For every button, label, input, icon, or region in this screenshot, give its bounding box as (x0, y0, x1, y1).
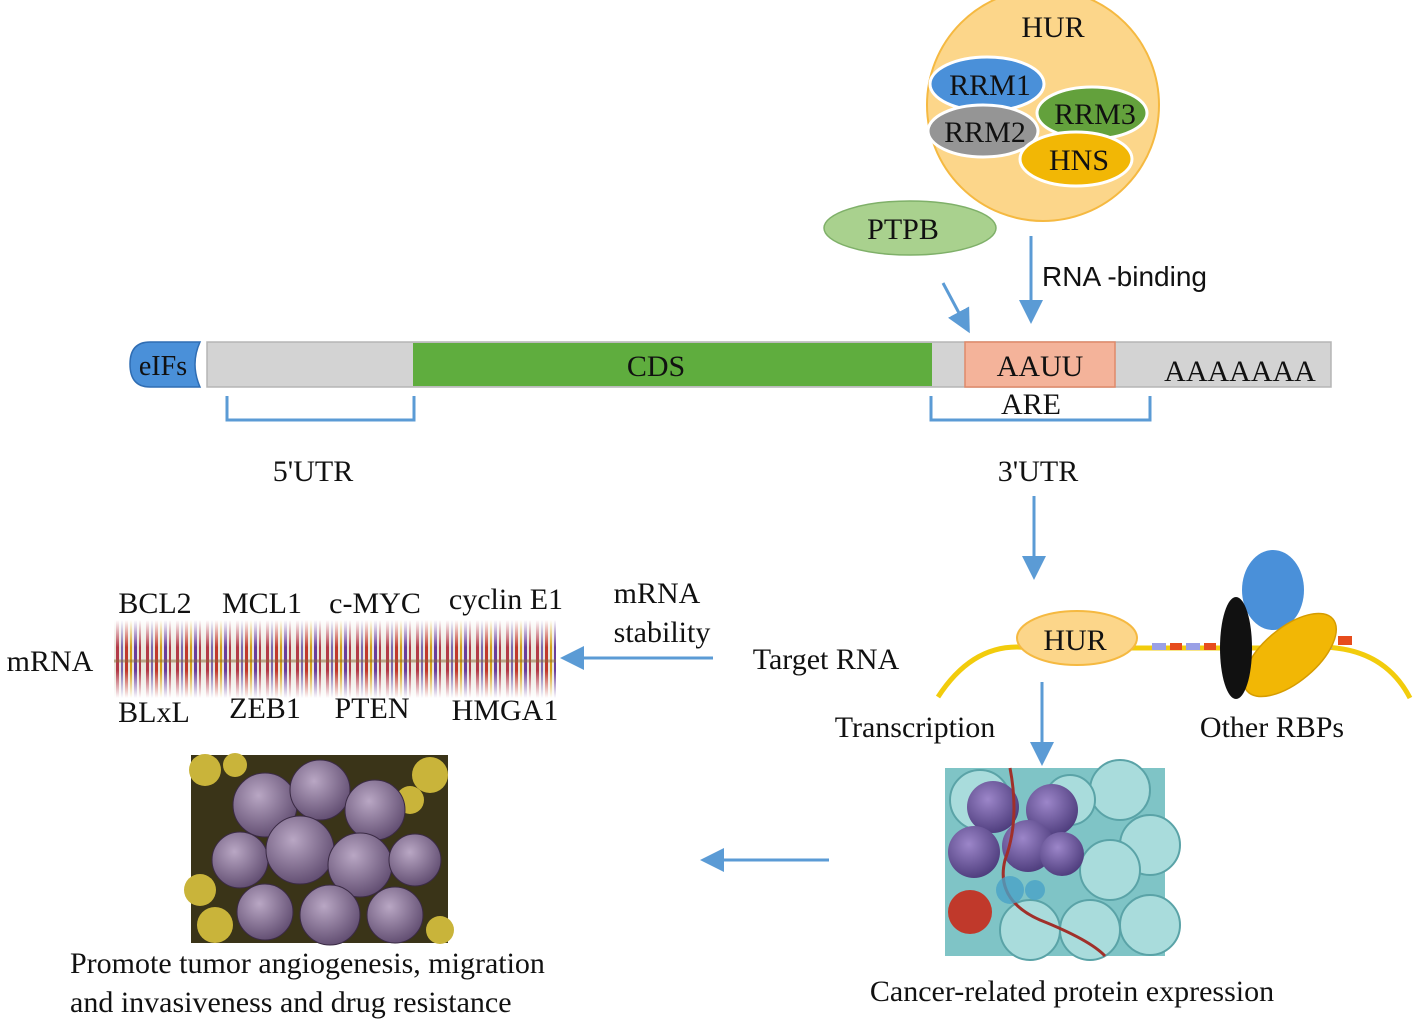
rrm1-label: RRM1 (949, 69, 1031, 102)
gene-hmga1: HMGA1 (452, 694, 559, 727)
eifs-cap: eIFs (129, 341, 202, 388)
rrm3-label: RRM3 (1054, 98, 1136, 131)
aauu-region (964, 341, 1116, 388)
hur-protein: HUR RRM1 RRM3 RRM2 HNS (926, 0, 1160, 222)
ptpb-label: PTPB (867, 213, 939, 246)
aauu-label: AAUU (997, 350, 1084, 383)
mrna-label: mRNA (7, 645, 94, 678)
band-fade (114, 620, 556, 698)
gene-pten: PTEN (335, 692, 410, 725)
target-rna-complex: HUR Target RNA Transcription Other RBPs (753, 550, 1413, 744)
are-label: ARE (1001, 388, 1061, 421)
cancer-cells-image (945, 759, 1181, 961)
hns-label: HNS (1049, 144, 1109, 177)
cds-region (413, 343, 932, 386)
ptpb-arrow (941, 282, 970, 334)
tumor-micrograph (184, 753, 454, 946)
other-rbps-label: Other RBPs (1200, 711, 1344, 744)
gene-cyclin-e1: cyclin E1 (449, 583, 563, 616)
utr5-label: 5'UTR (273, 455, 353, 488)
hns-domain: HNS (1018, 130, 1134, 188)
polya-label: AAAAAAA (1164, 355, 1316, 388)
rrm3-domain: RRM3 (1035, 85, 1149, 141)
ptpb-protein: PTPB (823, 200, 997, 256)
target-hur: HUR (1016, 610, 1138, 666)
gene-blxl: BLxL (118, 696, 190, 729)
other-rbps-shapes (1220, 550, 1338, 699)
eifs-label: eIFs (139, 351, 187, 382)
gene-mcl1: MCL1 (222, 587, 302, 620)
rrm2-label: RRM2 (944, 116, 1026, 149)
utr5-bracket (225, 396, 416, 422)
gene-bcl2: BCL2 (118, 587, 191, 620)
utr3-bracket (929, 396, 1152, 422)
cds-label: CDS (627, 350, 685, 383)
rbp-black (1220, 597, 1252, 699)
mrna-strand: CDS AAUU AAAAAAA eIFs (129, 341, 1332, 388)
tumor-effects-line1: Promote tumor angiogenesis, migration (70, 947, 545, 980)
tumor-effects-line2: and invasiveness and drug resistance (70, 986, 512, 1019)
stability-label-line2: stability (614, 616, 711, 649)
rna-binding-label: RNA -binding (1042, 261, 1207, 292)
utr3-label: 3'UTR (998, 455, 1078, 488)
rbp-blue (1242, 550, 1304, 630)
gene-zeb1: ZEB1 (229, 692, 301, 725)
target-hur-label: HUR (1043, 624, 1106, 657)
rrm1-domain: RRM1 (928, 55, 1046, 113)
target-genes-panel: mRNA BCL2 MCL1 c-MYC cyclin E1 BLxL ZEB1… (7, 583, 563, 729)
stability-label-line1: mRNA (614, 577, 701, 610)
transcription-label: Transcription (835, 711, 996, 744)
rbp-yellow (1242, 612, 1338, 698)
protein-expression-label: Cancer-related protein expression (870, 975, 1274, 1008)
rrm2-domain: RRM2 (926, 103, 1040, 159)
target-rna-strand (935, 644, 1413, 700)
hur-title: HUR (1021, 11, 1084, 44)
gene-cmyc: c-MYC (329, 587, 421, 620)
target-rna-label: Target RNA (753, 643, 900, 676)
